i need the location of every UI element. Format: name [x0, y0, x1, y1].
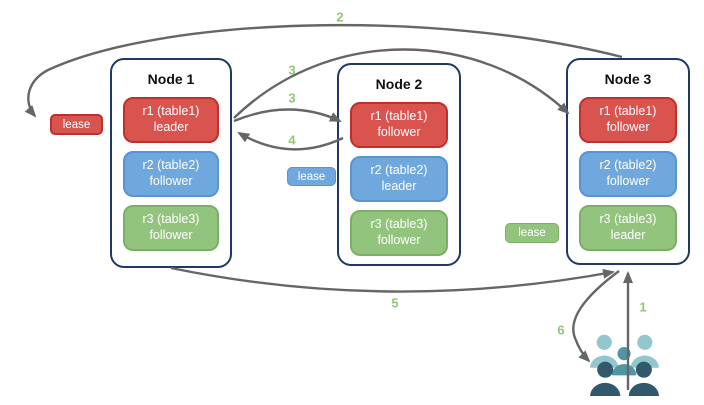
node-1-replica-r2: r2 (table2) follower — [123, 151, 219, 197]
lease-chip-r2: lease — [287, 167, 336, 186]
node-2-replica-r3: r3 (table3) follower — [350, 210, 448, 256]
replica-name: r2 (table2) — [142, 158, 200, 173]
node-3-replica-r2: r2 (table2) follower — [579, 151, 677, 197]
node-2-replica-r2: r2 (table2) leader — [350, 156, 448, 202]
replica-role: follower — [149, 174, 193, 188]
node-1: Node 1 r1 (table1) leader r2 (table2) fo… — [110, 58, 232, 268]
replica-name: r1 (table1) — [370, 109, 428, 124]
lease-chip-r3: lease — [505, 223, 559, 243]
node-3-replica-r3: r3 (table3) leader — [579, 205, 677, 251]
replica-name: r3 (table3) — [599, 212, 657, 227]
replica-role: follower — [377, 125, 421, 139]
replica-role: leader — [610, 228, 646, 242]
node-2-title: Node 2 — [375, 76, 423, 92]
node-3: Node 3 r1 (table1) follower r2 (table2) … — [566, 58, 690, 265]
node-1-replica-r3: r3 (table3) follower — [123, 205, 219, 251]
step-label-4: 4 — [288, 132, 296, 148]
replica-name: r1 (table1) — [599, 104, 657, 119]
arrow-step5-node1-to-node3 — [170, 266, 615, 293]
replica-name: r2 (table2) — [599, 158, 657, 173]
arrow-step3-leader-to-node2-follower — [233, 108, 342, 123]
step-label-3a: 3 — [288, 62, 296, 78]
node-1-title: Node 1 — [147, 71, 195, 87]
replica-role: leader — [381, 179, 417, 193]
replica-name: r3 (table3) — [142, 212, 200, 227]
step-label-2: 2 — [336, 9, 344, 25]
node-1-replica-r1: r1 (table1) leader — [123, 97, 219, 143]
replica-role: follower — [149, 228, 193, 242]
replica-role: follower — [377, 233, 421, 247]
replica-role: leader — [153, 120, 189, 134]
replica-name: r3 (table3) — [370, 217, 428, 232]
replica-name: r2 (table2) — [370, 163, 428, 178]
node-2-replica-r1: r1 (table1) follower — [350, 102, 448, 148]
replica-name: r1 (table1) — [142, 104, 200, 119]
replica-role: follower — [606, 174, 650, 188]
node-2: Node 2 r1 (table1) follower r2 (table2) … — [337, 63, 461, 266]
node-3-replica-r1: r1 (table1) follower — [579, 97, 677, 143]
step-label-5: 5 — [391, 295, 399, 311]
node-1-replicas: r1 (table1) leader r2 (table2) follower … — [112, 97, 230, 251]
step-label-6: 6 — [557, 322, 565, 338]
node-3-title: Node 3 — [604, 71, 652, 87]
step-label-3b: 3 — [288, 90, 296, 106]
node-2-replicas: r1 (table1) follower r2 (table2) leader … — [339, 102, 459, 256]
lease-chip-r1: lease — [50, 114, 103, 135]
step-label-1: 1 — [639, 299, 647, 315]
clients-crowd-icon — [590, 334, 659, 397]
node-3-replicas: r1 (table1) follower r2 (table2) followe… — [568, 97, 688, 251]
replica-role: follower — [606, 120, 650, 134]
